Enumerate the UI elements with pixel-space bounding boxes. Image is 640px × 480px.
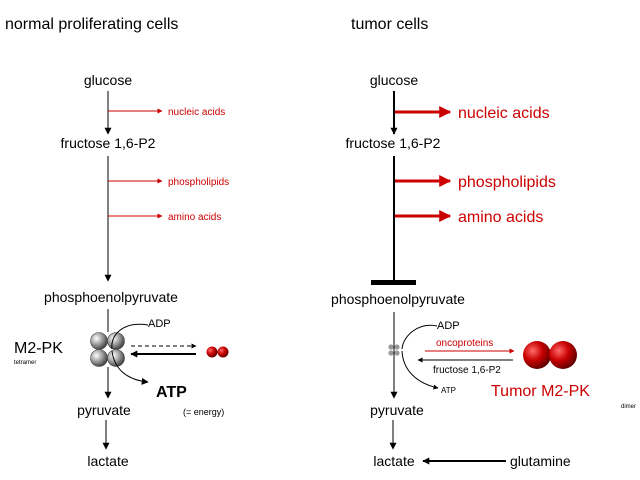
tumor-m2pk-label: Tumor M2-PK — [491, 383, 590, 400]
normal-glucose-label: glucose — [84, 72, 132, 88]
tumor-f16p2-small-label: fructose 1,6-P2 — [433, 365, 501, 376]
normal-energy-label: (= energy) — [183, 407, 224, 417]
tumor-adp-curve — [401, 324, 438, 350]
normal-pyruvate-label: pyruvate — [77, 402, 131, 418]
tumor-nucleic-acids-label: nucleic acids — [458, 105, 550, 122]
normal-adp-label: ADP — [148, 318, 171, 330]
normal-adp-curve — [111, 323, 149, 350]
normal-dimer-icon — [206, 346, 229, 358]
tumor-small-tetramer-icon — [388, 344, 400, 356]
normal-atp-curve — [111, 350, 149, 385]
oncoproteins-label: oncoproteins — [436, 338, 493, 349]
tumor-phospholipids-label: phospholipids — [458, 174, 556, 191]
normal-nucleic-acids-label: nucleic acids — [168, 107, 225, 118]
normal-heading: normal proliferating cells — [5, 16, 178, 33]
m2pk-label: M2-PK — [14, 340, 63, 357]
tumor-glucose-label: glucose — [370, 72, 418, 88]
tumor-adp-label: ADP — [437, 320, 460, 332]
tumor-cells-panel: tumor cells glucose nucleic acids fructo… — [331, 16, 636, 469]
normal-f16p2-label: fructose 1,6-P2 — [61, 135, 156, 151]
tumor-lactate-label: lactate — [373, 453, 414, 469]
normal-cells-panel: normal proliferating cells glucose nucle… — [5, 16, 229, 469]
tetramer-label: tetramer — [14, 360, 36, 366]
glutamine-label: glutamine — [510, 453, 571, 469]
tumor-f16p2-label: fructose 1,6-P2 — [346, 135, 441, 151]
normal-atp-label: ATP — [156, 384, 187, 401]
normal-amino-acids-label: amino acids — [168, 212, 221, 223]
tumor-pyruvate-label: pyruvate — [370, 402, 424, 418]
dimer-label: dimer — [621, 404, 636, 410]
normal-phospholipids-label: phospholipids — [168, 177, 229, 188]
tumor-block-bar — [371, 280, 416, 285]
tumor-amino-acids-label: amino acids — [458, 209, 543, 226]
normal-lactate-label: lactate — [87, 453, 128, 469]
tumor-atp-curve — [401, 350, 439, 390]
m2pk-tetramer-icon — [90, 332, 125, 367]
tumor-m2pk-dimer-icon — [523, 341, 577, 369]
tumor-atp-label: ATP — [441, 386, 456, 395]
normal-pep-label: phosphoenolpyruvate — [44, 289, 178, 305]
tumor-heading: tumor cells — [351, 16, 428, 33]
tumor-pep-label: phosphoenolpyruvate — [331, 291, 465, 307]
